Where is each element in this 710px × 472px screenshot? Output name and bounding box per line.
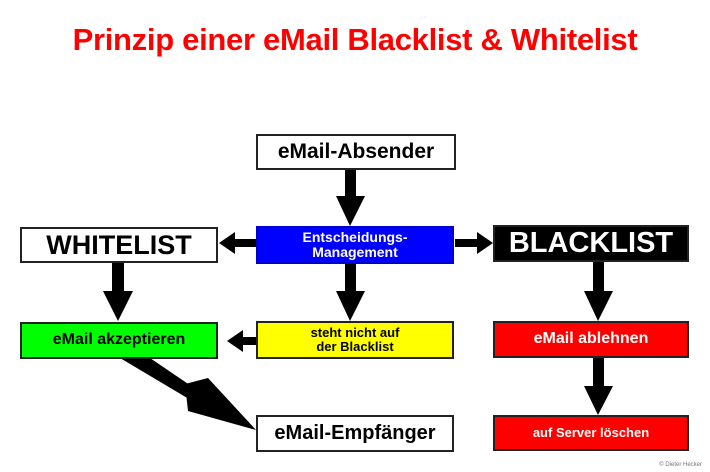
node-whitelist: WHITELIST: [20, 227, 218, 263]
node-label: auf Server löschen: [532, 425, 650, 441]
node-label: eMail ablehnen: [533, 330, 649, 348]
arrow-reject-to-delete: [584, 357, 613, 415]
arrow-sender-to-decision: [336, 168, 365, 226]
arrow-not-blacklisted-to-accept: [227, 330, 258, 352]
node-label: Entscheidungs- Management: [302, 229, 408, 260]
node-decision-management: Entscheidungs- Management: [256, 226, 454, 264]
node-label: WHITELIST: [46, 229, 192, 260]
arrow-whitelist-to-accept: [103, 262, 133, 321]
arrow-decision-to-blacklist: [455, 232, 493, 254]
node-label: steht nicht auf der Blacklist: [310, 325, 400, 354]
node-email-sender: eMail-Absender: [256, 134, 456, 170]
node-email-recipient: eMail-Empfänger: [256, 415, 454, 452]
diagram-title: Prinzip einer eMail Blacklist & Whitelis…: [72, 22, 638, 57]
node-blacklist: BLACKLIST: [493, 225, 689, 262]
node-label: eMail-Empfänger: [274, 422, 436, 444]
node-delete-on-server: auf Server löschen: [493, 415, 689, 451]
node-not-on-blacklist: steht nicht auf der Blacklist: [256, 321, 454, 359]
arrow-decision-to-not-blacklisted: [336, 264, 365, 321]
node-label: BLACKLIST: [508, 227, 674, 260]
copyright-notice: © Dieter Hecker: [659, 462, 702, 468]
node-label: eMail-Absender: [277, 139, 435, 163]
arrow-blacklist-to-reject: [584, 262, 613, 321]
node-label: eMail akzeptieren: [52, 331, 186, 349]
arrow-decision-to-whitelist: [219, 232, 257, 254]
node-email-reject: eMail ablehnen: [493, 321, 689, 358]
node-email-accept: eMail akzeptieren: [20, 322, 218, 359]
arrow-accept-to-recipient: [120, 358, 256, 430]
